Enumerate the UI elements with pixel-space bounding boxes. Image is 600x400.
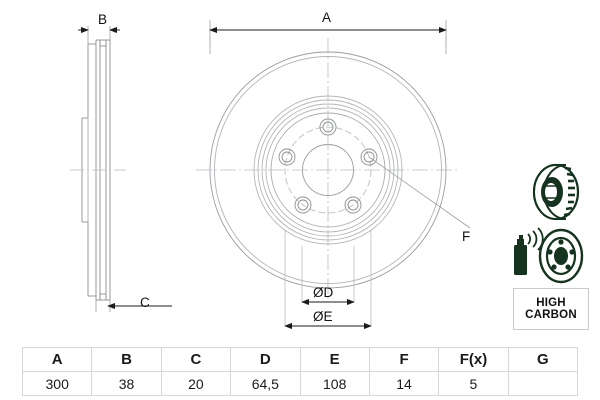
dimension-label-oe: ØE (313, 309, 333, 324)
bolt-hole (344, 196, 362, 214)
dimension-c (95, 300, 172, 312)
table-value-cell-a: 300 (21, 371, 93, 396)
vented-disc-icon (532, 163, 580, 221)
high-carbon-line-2: CARBON (525, 309, 577, 321)
table-header-cell-fx: F(x) (438, 347, 509, 372)
dimension-f-leader (368, 156, 471, 229)
dimension-oe (284, 230, 372, 330)
table-header-cell-b: B (91, 347, 162, 372)
bolt-hole (278, 148, 296, 166)
table-value-cell-d: 64,5 (230, 371, 301, 396)
table-value-cell-f: 14 (368, 371, 440, 396)
coated-disc-icon (538, 228, 584, 284)
spray-can-icon (514, 227, 544, 275)
table-header-cell-d: D (230, 347, 301, 372)
dimension-label-c: C (140, 295, 150, 310)
dimension-label-od: ØD (313, 285, 334, 300)
bolt-hole (360, 148, 378, 166)
bolt-hole (294, 196, 312, 214)
table-header-cell-c: C (160, 347, 232, 372)
dimension-label-b: B (98, 12, 108, 27)
dimension-a (209, 20, 447, 54)
table-header-cell-e: E (299, 347, 370, 372)
table-value-cell-g (507, 371, 579, 396)
dimension-label-a: A (322, 10, 332, 25)
dimension-label-f: F (462, 229, 471, 244)
table-value-cell-e: 108 (299, 371, 370, 396)
table-value-cell-b: 38 (91, 371, 162, 396)
high-carbon-line-1: HIGH (536, 296, 566, 309)
table-value-cell-c: 20 (160, 371, 232, 396)
table-header-cell-f: F (368, 347, 440, 372)
table-header-cell-a: A (21, 347, 93, 372)
table-value-cell-fx: 5 (438, 371, 509, 396)
table-header-cell-g: G (507, 347, 579, 372)
dimension-b (78, 26, 120, 44)
dimension-od (301, 246, 355, 306)
front-view-centerlines (196, 38, 460, 302)
high-carbon-badge: HIGH CARBON (513, 288, 589, 330)
